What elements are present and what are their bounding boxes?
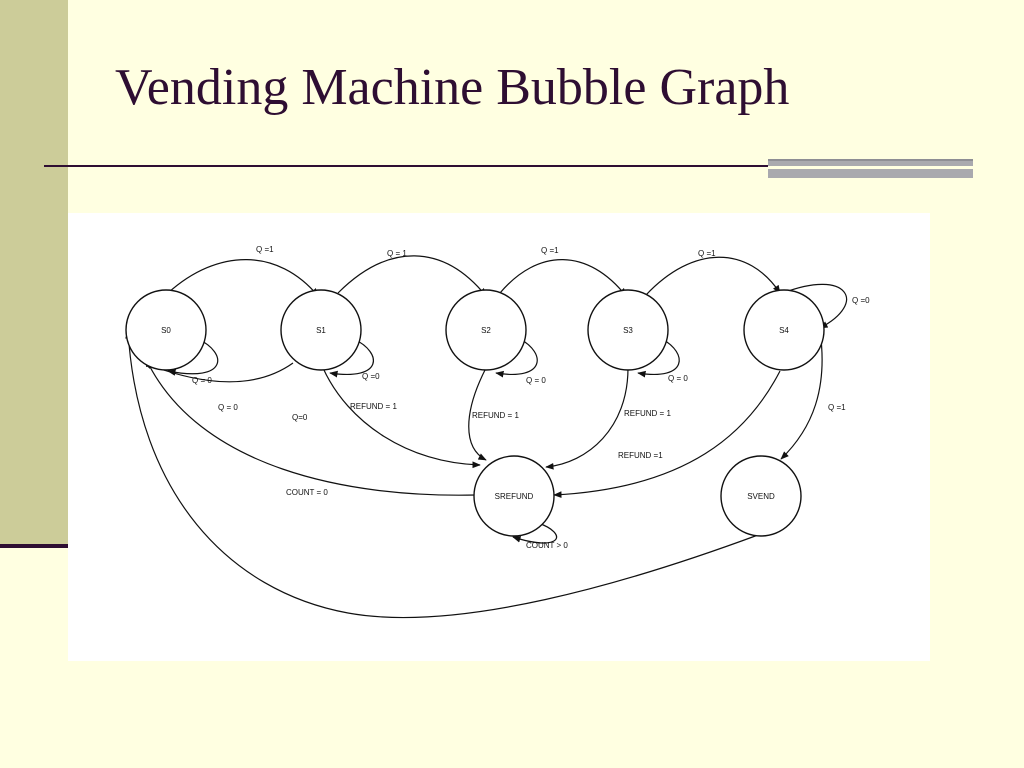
edge-s3-refund [545,367,629,470]
edge-s0-s1 [167,259,319,297]
label-s1-refund: REFUND = 1 [350,402,397,411]
label-s3-s4: Q =1 [698,249,716,258]
label-refund-s0: COUNT = 0 [286,488,328,497]
label-s2-refund: REFUND = 1 [472,411,519,420]
state-srefund-label: SREFUND [495,492,534,501]
label-s0-self: Q = 0 [192,376,212,385]
state-s2: S2 [445,289,527,371]
state-svend: SVEND [720,455,802,537]
label-s1-self: Q =0 [362,372,380,381]
label-refund-self: COUNT > 0 [526,541,568,550]
title-rule [44,165,768,167]
title-accent-bar [768,159,973,178]
state-srefund: SREFUND [473,455,555,537]
label-s1-s2: Q = 1 [387,249,407,258]
edge-s4-self [782,283,848,329]
label-s1-s0: Q = 0 [218,403,238,412]
label-q0-mid: Q=0 [292,413,308,422]
state-s1-label: S1 [316,326,326,335]
label-s4-refund: REFUND =1 [618,451,663,460]
label-s0-s1: Q =1 [256,245,274,254]
edge-refund-s0 [145,358,477,496]
state-s3: S3 [587,289,669,371]
state-s2-label: S2 [481,326,491,335]
label-s2-self: Q = 0 [526,376,546,385]
edge-s2-refund [468,367,487,461]
state-s4: S4 [743,289,825,371]
edge-s3-self [637,338,680,378]
edge-s4-svend [780,330,823,460]
state-svend-label: SVEND [747,492,775,501]
left-bar-underline [0,544,68,548]
label-s3-refund: REFUND = 1 [624,409,671,418]
state-s0-label: S0 [161,326,171,335]
edge-s3-s4 [645,256,781,296]
label-s4-self: Q =0 [852,296,870,305]
state-diagram: S0 S1 S2 S3 S4 SREFUND SVEND Q =1 Q = 1 [125,245,870,619]
state-s1: S1 [280,289,362,371]
edge-s1-s2 [337,255,487,297]
state-s4-label: S4 [779,326,789,335]
edge-s1-refund [322,367,481,469]
edge-s2-s3 [499,259,627,297]
state-diagram-panel: S0 S1 S2 S3 S4 SREFUND SVEND Q =1 Q = 1 [68,213,930,661]
edge-s4-refund [553,370,781,498]
edge-s0-self [167,338,219,376]
label-s4-svend: Q =1 [828,403,846,412]
label-s3-self: Q = 0 [668,374,688,383]
slide-title: Vending Machine Bubble Graph [115,59,790,116]
label-s2-s3: Q =1 [541,246,559,255]
edge-s2-self [495,338,538,378]
state-s0: S0 [125,289,207,371]
edge-refund-self [512,522,557,544]
edge-svend-s0 [125,330,759,619]
state-s3-label: S3 [623,326,633,335]
edge-s1-self [329,338,374,378]
left-accent-bar [0,0,68,548]
